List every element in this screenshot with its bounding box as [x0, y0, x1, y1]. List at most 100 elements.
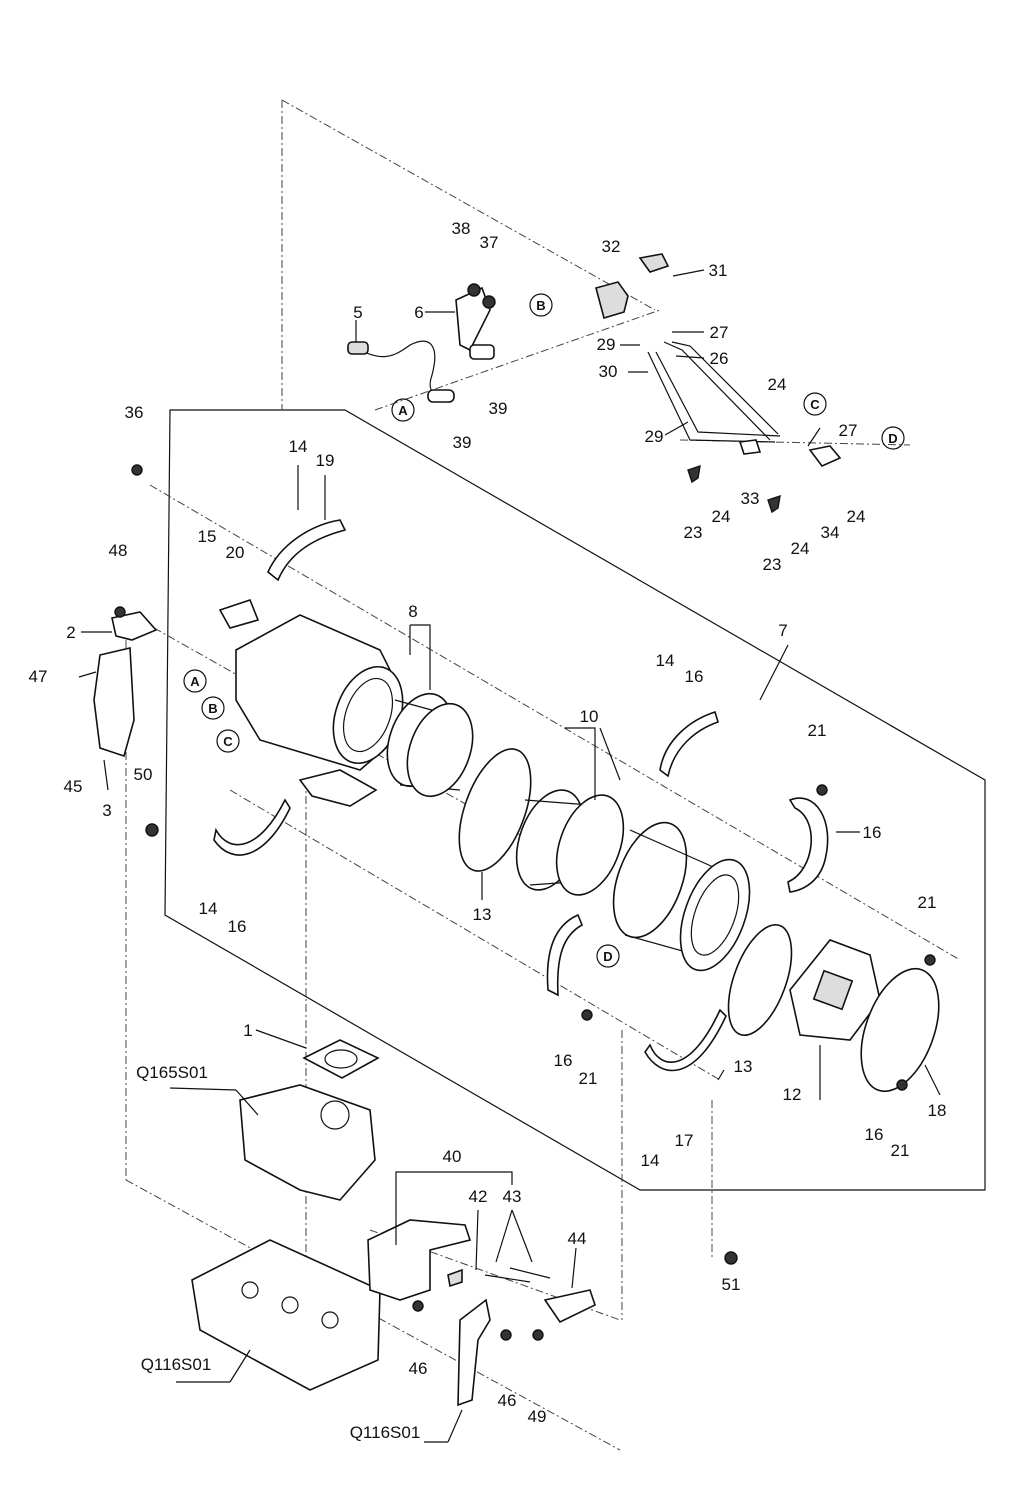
callout-21-br: 21 [891, 1141, 910, 1160]
nut-51 [724, 1251, 738, 1265]
callout-17: 17 [675, 1131, 694, 1150]
clamp-band-16-c [787, 797, 829, 893]
callout-21-low: 21 [579, 1069, 598, 1088]
ref-q165s01: Q165S01 [136, 1063, 208, 1082]
pressure-sensor-assembly [595, 253, 842, 514]
callout-2: 2 [66, 623, 75, 642]
callout-49: 49 [528, 1407, 547, 1426]
callout-14-left: 14 [199, 899, 218, 918]
callout-24-top: 24 [768, 375, 787, 394]
bolt-36 [131, 464, 143, 476]
callout-38: 38 [452, 219, 471, 238]
callout-44: 44 [568, 1229, 587, 1248]
callout-16-br: 16 [865, 1125, 884, 1144]
ref-q116s01-bracket: Q116S01 [350, 1423, 421, 1442]
circled-ref-b-top: B [529, 293, 553, 317]
callout-32: 32 [602, 237, 621, 256]
gasket-1 [302, 1039, 380, 1079]
callout-13-a: 13 [473, 905, 492, 924]
callout-1: 1 [243, 1021, 252, 1040]
nut-49 [532, 1329, 544, 1341]
filter-element-10 [515, 789, 625, 896]
circled-ref-a-left: A [183, 669, 207, 693]
callout-14-mid: 14 [656, 651, 675, 670]
svg-text:C: C [223, 734, 233, 749]
pipe-axis-dashed [374, 309, 661, 411]
upper-dashed-diagonal [281, 99, 656, 311]
callout-16-right: 16 [863, 823, 882, 842]
callout-10: 10 [580, 707, 599, 726]
callout-18: 18 [928, 1101, 947, 1120]
callout-42: 42 [469, 1187, 488, 1206]
callout-24-d: 24 [791, 539, 810, 558]
svg-text:D: D [603, 949, 612, 964]
svg-text:B: B [536, 298, 545, 313]
svg-text:A: A [398, 403, 408, 418]
svg-text:A: A [190, 674, 200, 689]
nut-21-d [896, 1079, 908, 1091]
ref-q116s01-head: Q116S01 [141, 1355, 212, 1374]
nut-21-b [924, 954, 936, 966]
circled-ref-a-top: A [391, 398, 415, 422]
exhaust-manifold [239, 1084, 376, 1201]
sensor-harness [347, 283, 496, 403]
callout-16-left: 16 [228, 917, 247, 936]
callout-29-top: 29 [597, 335, 616, 354]
mounting-bracket-left [93, 606, 158, 758]
svg-text:D: D [888, 431, 897, 446]
dpf-rear-housing [612, 821, 751, 972]
nut-21-a [816, 784, 828, 796]
callout-19: 19 [316, 451, 335, 470]
cylinder-head [191, 1239, 381, 1391]
gasket-13-lower [727, 923, 793, 1037]
support-bracket-40 [367, 1219, 596, 1324]
callout-39-a: 39 [489, 399, 508, 418]
nut-21-c [581, 1009, 593, 1021]
callout-5: 5 [353, 303, 362, 322]
clamp-band-16-d [546, 913, 584, 997]
callout-24-b: 24 [712, 507, 731, 526]
callout-6: 6 [414, 303, 423, 322]
leader-lines [78, 269, 941, 1443]
callout-50: 50 [134, 765, 153, 784]
callout-8: 8 [408, 602, 417, 621]
lower-axis-dashed [229, 789, 721, 1081]
clamp-band-16-e [644, 1008, 727, 1072]
assembly-boundary [164, 409, 986, 1191]
callout-23-b: 23 [763, 555, 782, 574]
stay-bracket [457, 1298, 491, 1407]
callout-27-right: 27 [839, 421, 858, 440]
callout-16-low: 16 [554, 1051, 573, 1070]
callout-34: 34 [821, 523, 840, 542]
callout-14-top: 14 [289, 437, 308, 456]
callout-26: 26 [710, 349, 729, 368]
callout-21-right: 21 [918, 893, 937, 912]
callout-21-top: 21 [808, 721, 827, 740]
callout-40: 40 [443, 1147, 462, 1166]
svg-text:C: C [810, 397, 820, 412]
callout-24-c: 24 [847, 507, 866, 526]
callout-15: 15 [198, 527, 217, 546]
bottom-dashed-diagonal [125, 1179, 621, 1451]
circled-ref-c-top: C [803, 392, 827, 416]
callout-46-b: 46 [498, 1391, 517, 1410]
nut-50 [145, 823, 159, 837]
bolt-46-a [412, 1300, 424, 1312]
callout-14-br: 14 [641, 1151, 660, 1170]
callout-47: 47 [29, 667, 48, 686]
callout-37: 37 [480, 233, 499, 252]
circled-ref-c-left: C [216, 729, 240, 753]
callout-30: 30 [599, 362, 618, 381]
callout-20: 20 [226, 543, 245, 562]
callout-36: 36 [125, 403, 144, 422]
end-cap-12 [789, 939, 881, 1041]
callout-13-b: 13 [734, 1057, 753, 1076]
callout-12: 12 [783, 1085, 802, 1104]
callout-33: 33 [741, 489, 760, 508]
gasket-18 [860, 967, 940, 1093]
callout-23-a: 23 [684, 523, 703, 542]
callout-27-top: 27 [710, 323, 729, 342]
callout-7: 7 [778, 621, 787, 640]
clamp-band-16-a [213, 798, 291, 856]
